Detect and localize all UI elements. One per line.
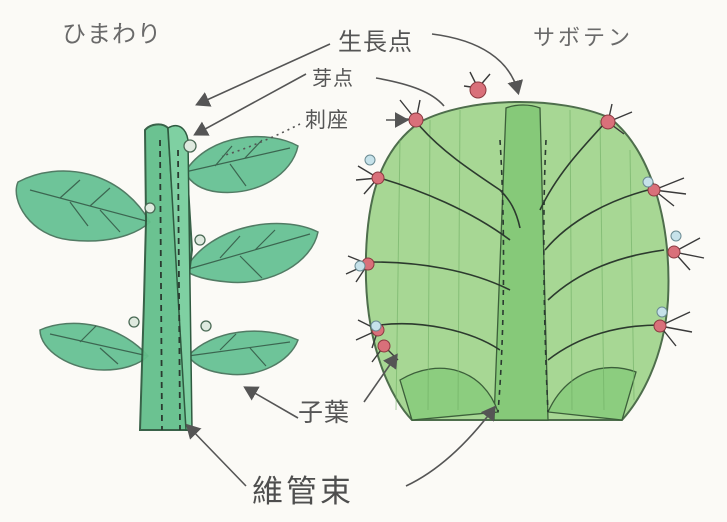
areole-label: 刺座	[305, 104, 349, 134]
sunflower-leaf-lower-right	[188, 331, 298, 374]
sunflower-leaf-lower-left	[40, 323, 148, 370]
sunflower-title: ひまわり	[62, 14, 162, 49]
bud-point-label: 芽点	[312, 62, 354, 91]
cotyledon-label: 子葉	[298, 393, 350, 429]
sunflower-leaf-upper-right	[185, 137, 298, 193]
arrow-gaten-to-sunflower	[196, 74, 306, 134]
sunflower-leaf-upper-left	[16, 171, 150, 241]
cactus-drawing	[346, 72, 704, 420]
arrow-gaten-to-cactus	[376, 78, 444, 106]
arrow-seicho-to-sunflower	[198, 44, 330, 104]
arrow-shiyo-to-sunflower	[246, 388, 298, 418]
sunflower-drawing	[16, 124, 318, 430]
sunflower-leaf-middle-right	[185, 224, 318, 283]
vascular-bundle-label: 維管束	[252, 466, 354, 511]
growth-point-label: 生長点	[338, 22, 413, 57]
cactus-title: サボテン	[533, 20, 633, 52]
arrow-ikansoku-to-sunflower	[188, 426, 246, 486]
